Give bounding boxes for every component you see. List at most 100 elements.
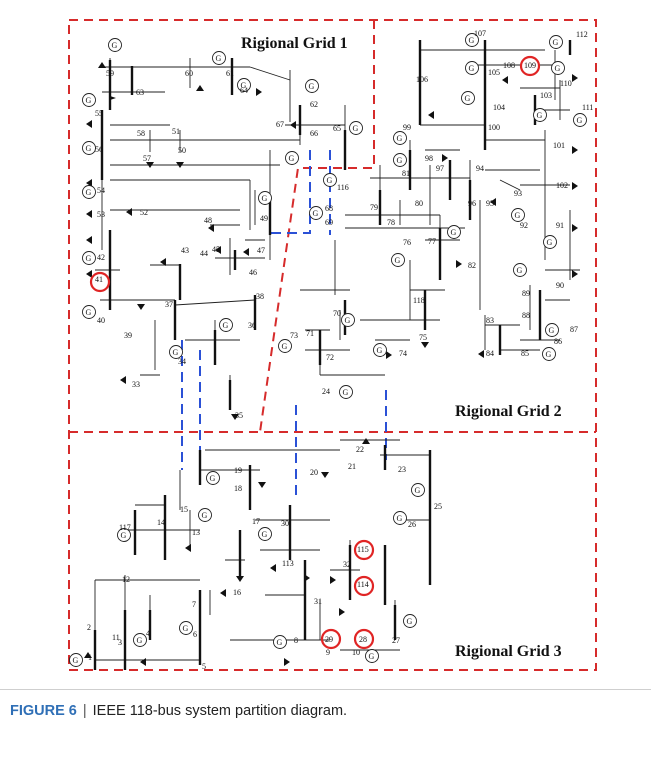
generator-icon: G <box>448 226 461 239</box>
generator-icon: G <box>462 92 475 105</box>
bus-label: 50 <box>178 146 186 155</box>
bus-label: 15 <box>180 505 188 514</box>
bus-label: 32 <box>343 560 351 569</box>
wiring-grid3 <box>95 440 430 660</box>
svg-text:G: G <box>210 474 216 483</box>
bus-label: 110 <box>560 79 572 88</box>
bus-label: 85 <box>521 349 529 358</box>
bus-label: 73 <box>290 331 298 340</box>
bus-label: 6 <box>193 630 197 639</box>
bus-label: 24 <box>322 387 330 396</box>
bus-label: 57 <box>143 154 151 163</box>
bus-label: 63 <box>136 88 144 97</box>
svg-text:G: G <box>289 154 295 163</box>
bus-label: 91 <box>556 221 564 230</box>
bus-label: 47 <box>257 246 265 255</box>
generator-icon: G <box>512 209 525 222</box>
svg-text:G: G <box>86 308 92 317</box>
bus-label: 54 <box>97 186 105 195</box>
generator-icon: G <box>552 62 565 75</box>
bus-label: 69 <box>325 218 333 227</box>
bus-label: 70 <box>333 309 341 318</box>
bus-label: 65 <box>333 124 341 133</box>
generator-icon: G <box>310 207 323 220</box>
highlighted-buses <box>91 57 539 648</box>
bus-label: 113 <box>282 559 294 568</box>
generator-icon: G <box>340 386 353 399</box>
generator-icon: G <box>574 114 587 127</box>
bus-label: 62 <box>310 100 318 109</box>
svg-text:G: G <box>343 388 349 397</box>
bus-label: 84 <box>486 349 494 358</box>
bus-label: 12 <box>122 575 130 584</box>
bus-label: 86 <box>554 337 562 346</box>
bus-label: 22 <box>356 445 364 454</box>
bus-label: 67 <box>276 120 284 129</box>
generator-icon: G <box>324 174 337 187</box>
generator-icon: G <box>83 94 96 107</box>
generator-icon: G <box>466 62 479 75</box>
svg-text:G: G <box>353 124 359 133</box>
bus-label: 51 <box>172 127 180 136</box>
generator-icon: G <box>350 122 363 135</box>
bus-label: 92 <box>520 221 528 230</box>
svg-text:G: G <box>73 656 79 665</box>
bus-label: 34 <box>178 357 186 366</box>
bus-label: 88 <box>522 311 530 320</box>
bus-label: 59 <box>106 69 114 78</box>
svg-text:G: G <box>395 256 401 265</box>
svg-text:G: G <box>537 111 543 120</box>
svg-text:G: G <box>415 486 421 495</box>
bus-label: 58 <box>137 129 145 138</box>
bus-label: 76 <box>403 238 411 247</box>
bus-label: 78 <box>387 218 395 227</box>
generator-icon: G <box>306 80 319 93</box>
bus-label: 39 <box>124 331 132 340</box>
svg-text:G: G <box>277 638 283 647</box>
svg-text:G: G <box>121 531 127 540</box>
caption-separator: | <box>83 703 87 719</box>
bus-label: 56 <box>95 145 103 154</box>
bus-label: 71 <box>306 329 314 338</box>
svg-text:G: G <box>517 266 523 275</box>
svg-text:G: G <box>262 530 268 539</box>
bus-label: 48 <box>204 216 212 225</box>
bus-label: 46 <box>249 268 257 277</box>
generator-icon: G <box>109 39 122 52</box>
bus-label: 2 <box>87 623 91 632</box>
bus-label: 36 <box>248 321 256 330</box>
partition-diagram: G G G G G G G G G G G G G G G G G G G G … <box>0 0 651 690</box>
bus-label: 37 <box>165 300 173 309</box>
bus-label: 23 <box>398 465 406 474</box>
bus-label: 111 <box>582 103 593 112</box>
bus-label: 8 <box>294 636 298 645</box>
bus-label: 25 <box>434 502 442 511</box>
bus-label: 106 <box>416 75 428 84</box>
bus-label: 99 <box>403 123 411 132</box>
bus-label: 42 <box>97 253 105 262</box>
svg-text:G: G <box>577 116 583 125</box>
svg-text:G: G <box>223 321 229 330</box>
generator-icon: G <box>550 36 563 49</box>
generator-icon: G <box>546 324 559 337</box>
generator-icon: G <box>180 622 193 635</box>
svg-text:G: G <box>407 617 413 626</box>
generator-icon: G <box>514 264 527 277</box>
bus-label: 95 <box>486 199 494 208</box>
svg-text:G: G <box>309 82 315 91</box>
svg-text:G: G <box>327 176 333 185</box>
svg-text:G: G <box>547 238 553 247</box>
bus-label: 117 <box>119 523 131 532</box>
generator-icon: G <box>83 142 96 155</box>
caption-figure-number: FIGURE 6 <box>10 703 77 719</box>
svg-text:G: G <box>555 64 561 73</box>
generator-icon: G <box>412 484 425 497</box>
generator-icon: G <box>274 636 287 649</box>
bus-label: 53 <box>97 210 105 219</box>
generator-icon: G <box>342 314 355 327</box>
bus-label: 18 <box>234 484 242 493</box>
svg-text:G: G <box>451 228 457 237</box>
bus-label: 66 <box>310 129 318 138</box>
bus-label: 14 <box>157 518 165 527</box>
